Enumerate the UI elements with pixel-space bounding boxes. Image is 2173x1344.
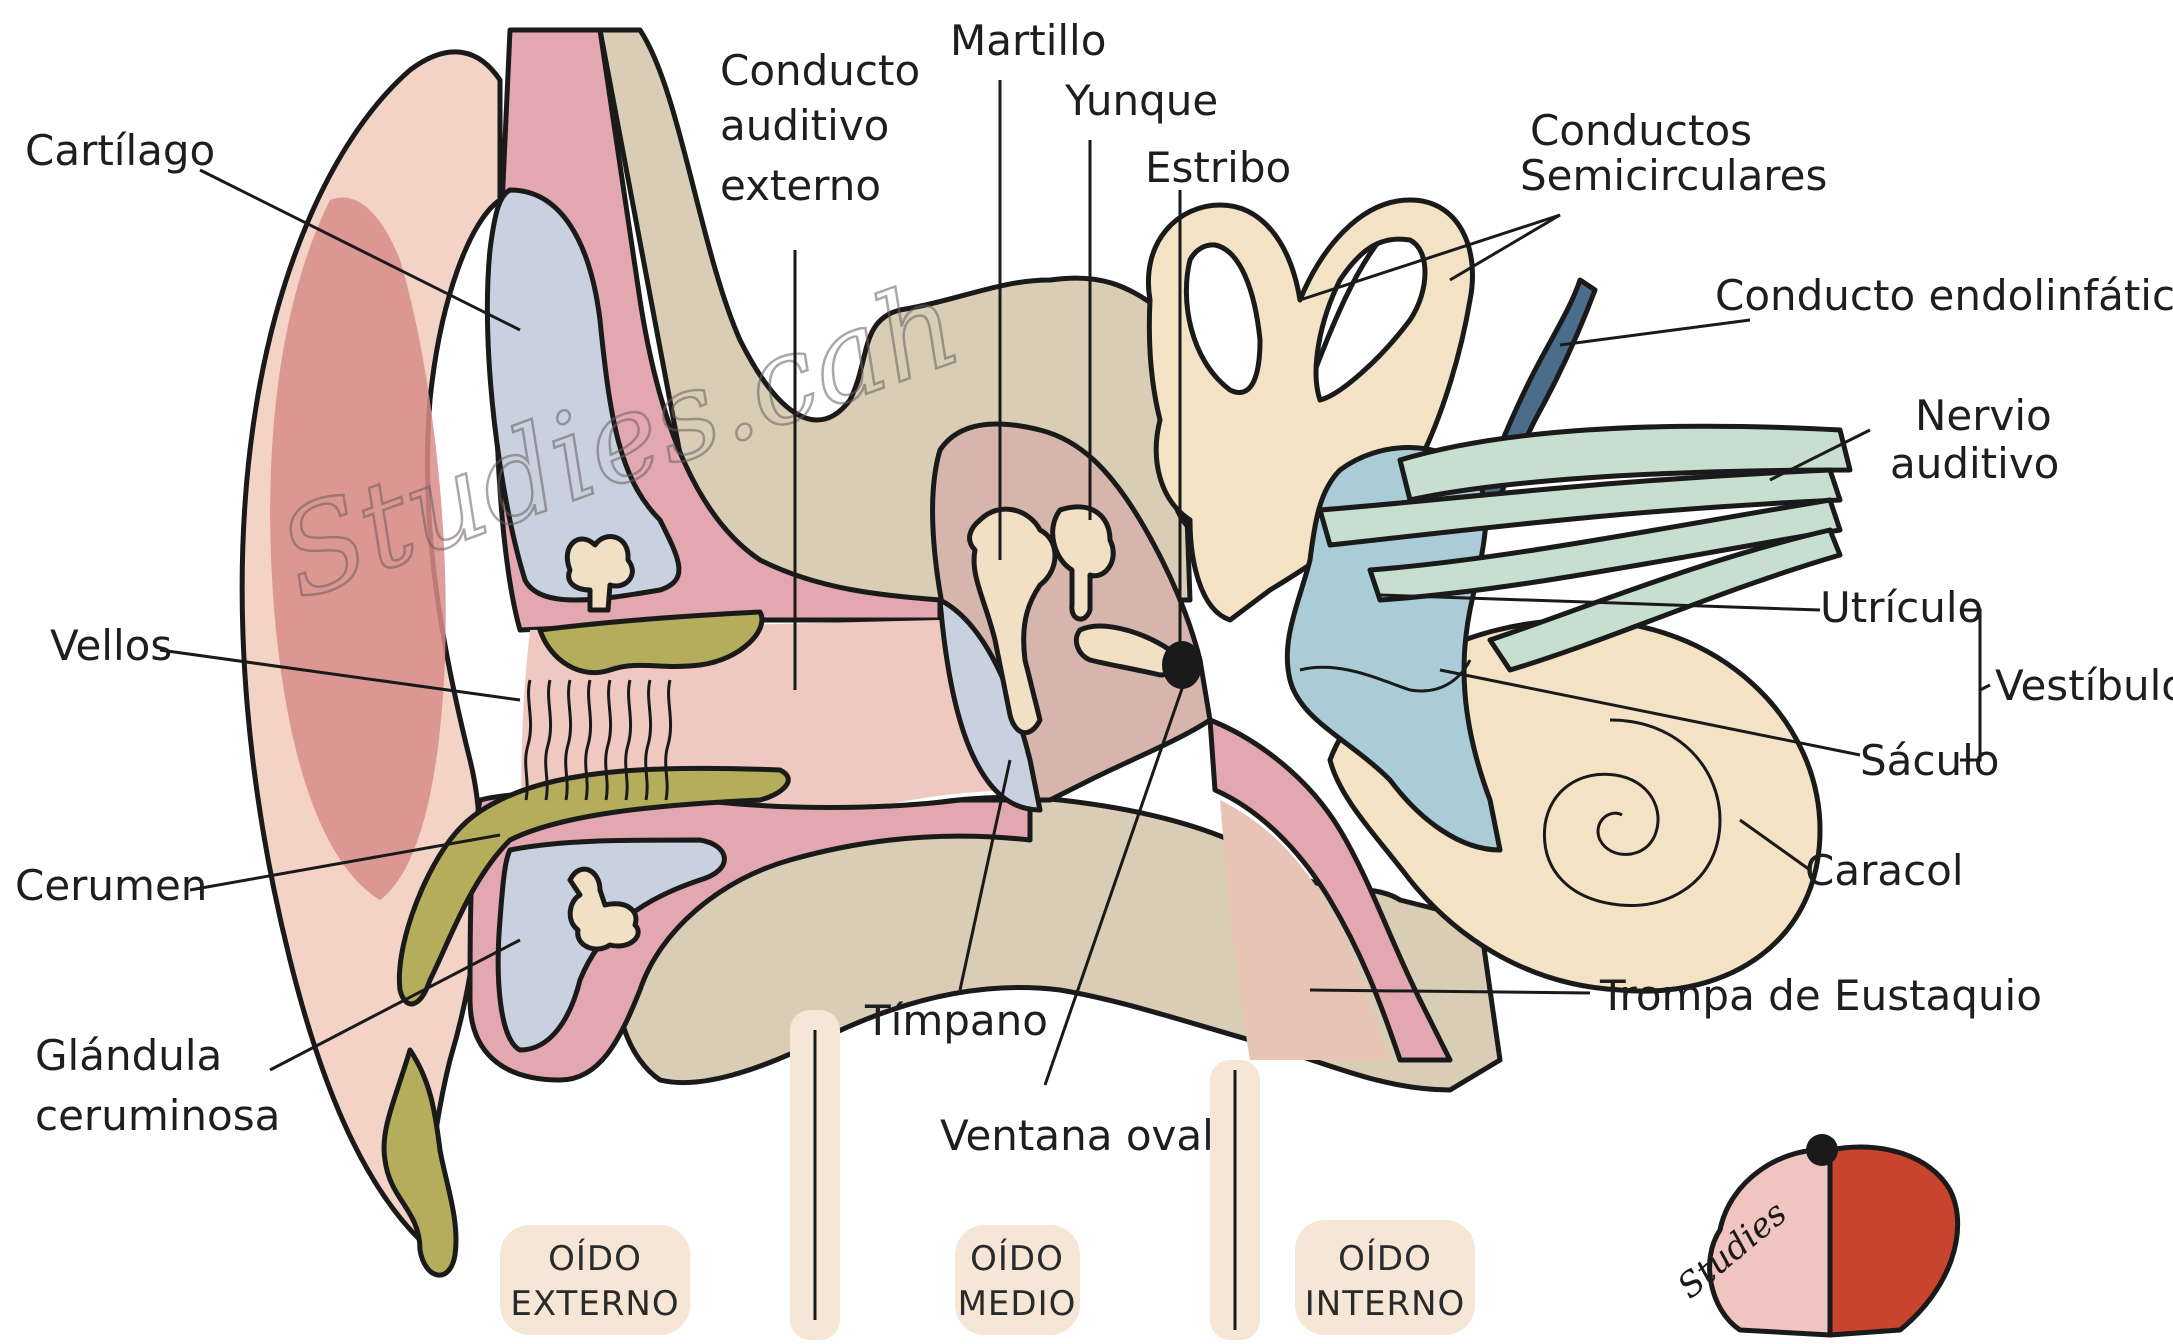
section-medio-2: MEDIO [958,1284,1077,1324]
heart-half [1830,1147,1958,1335]
label-nervio-1: Nervio [1915,391,2052,440]
label-endolinfatico: Conducto endolinfático [1715,271,2173,320]
section-externo-1: OÍDO [548,1238,642,1279]
label-ventana: Ventana oval [940,1111,1214,1160]
label-utriculo: Utrículo [1820,583,1983,632]
label-glandula-1: Glándula [35,1031,222,1080]
label-saculo: Sáculo [1860,736,1999,785]
label-vestibulo: Vestíbulo [1995,661,2173,710]
label-trompa: Trompa de Eustaquio [1599,971,2042,1020]
label-vellos: Vellos [50,621,172,670]
label-martillo: Martillo [950,16,1106,65]
oval-window [1162,641,1202,689]
label-conducto-3: externo [720,161,881,210]
label-cerumen: Cerumen [15,861,207,910]
section-externo-2: EXTERNO [510,1284,679,1324]
label-conducto-1: Conducto [720,46,920,95]
label-nervio-2: auditivo [1890,439,2059,488]
label-conducto-2: auditivo [720,101,889,150]
label-cartilago: Cartílago [25,126,215,175]
label-semicirculares-1: Conductos [1530,106,1752,155]
section-medio-1: OÍDO [970,1238,1064,1279]
label-glandula-2: ceruminosa [35,1091,280,1140]
label-caracol: Caracol [1805,846,1964,895]
label-estribo: Estribo [1145,143,1291,192]
label-yunque: Yunque [1064,76,1218,125]
logo-eye-icon [1806,1134,1838,1166]
section-interno-1: OÍDO [1338,1238,1432,1279]
section-interno-2: INTERNO [1305,1284,1466,1324]
studies-logo: Studies [1670,1134,1958,1335]
label-semicirculares-2: Semicirculares [1520,151,1827,200]
label-timpano: Tímpano [864,996,1048,1045]
